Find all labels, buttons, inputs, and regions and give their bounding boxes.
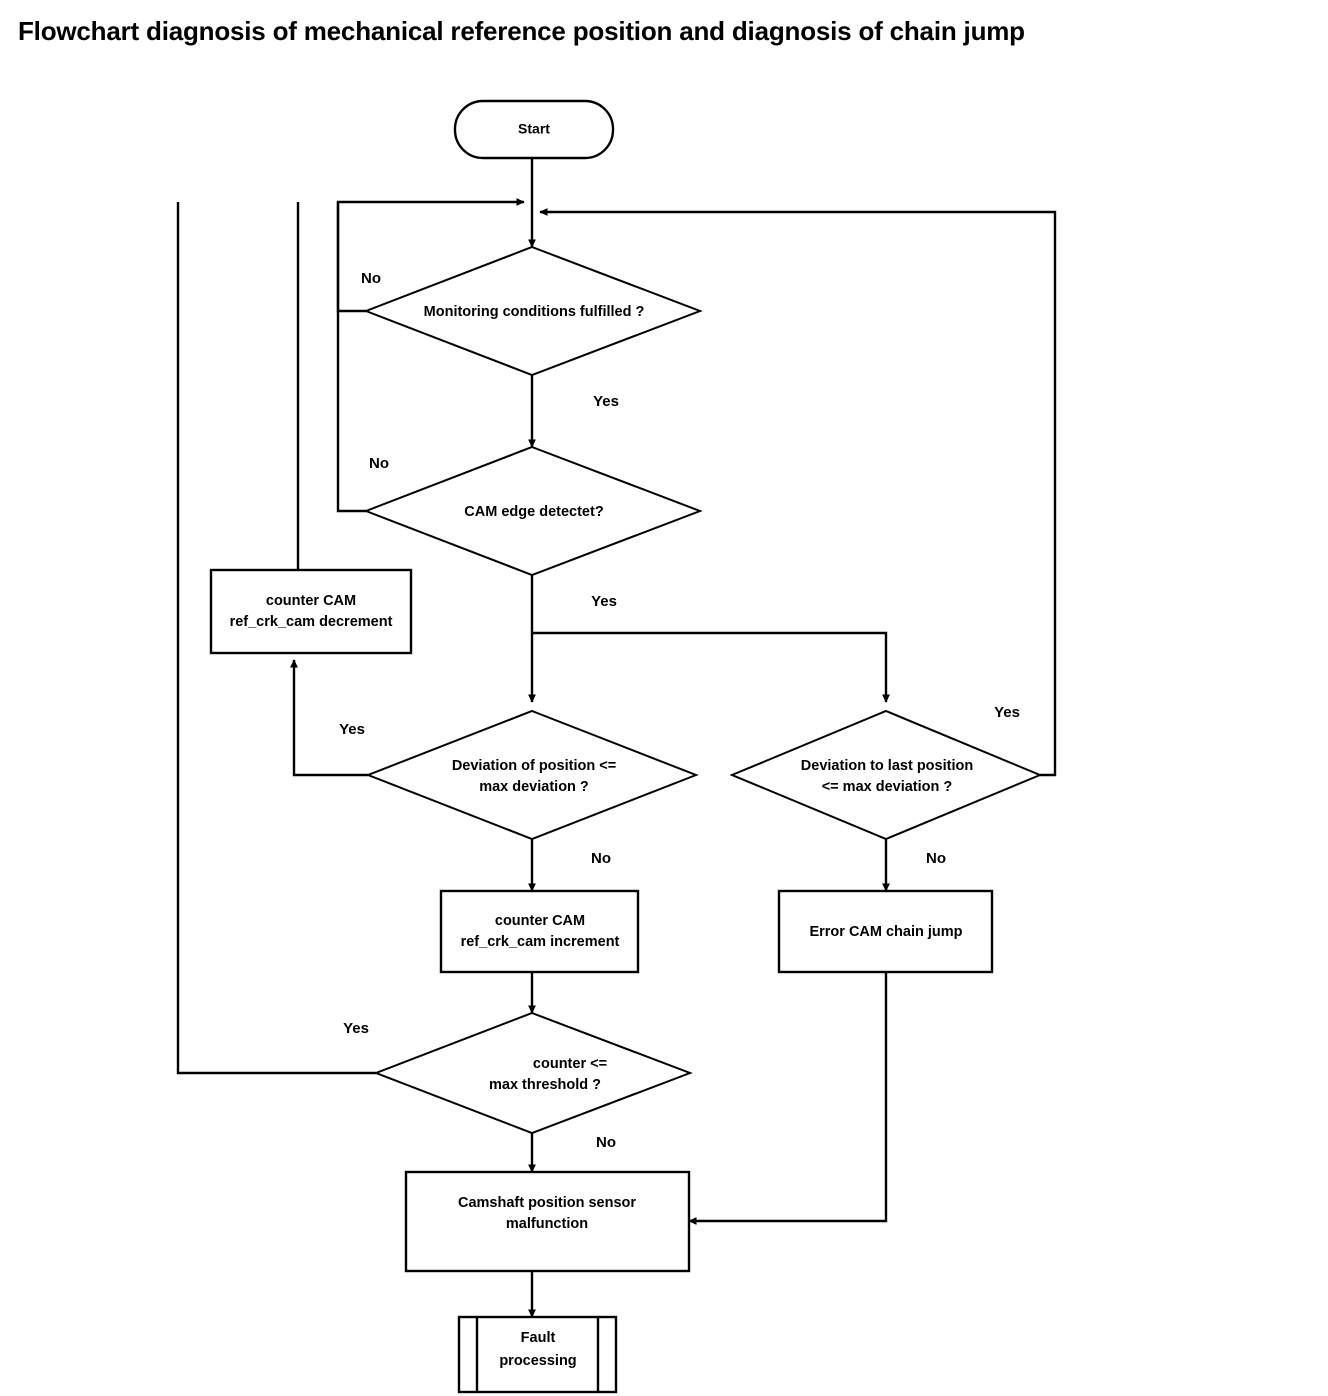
node-error-chain-jump-label: Error CAM chain jump: [809, 924, 962, 940]
node-deviation-last-position-line2: <= max deviation ?: [822, 779, 953, 795]
edge-cam-edge-no: [336, 202, 366, 513]
node-cam-edge-label: CAM edge detectet?: [464, 504, 604, 520]
node-monitoring-conditions[interactable]: Monitoring conditions fulfilled ?: [363, 245, 703, 377]
edge-label-deviation-last-yes: Yes: [994, 704, 1020, 721]
node-counter-threshold-line2: max threshold ?: [489, 1077, 601, 1093]
node-counter-decrement-line2: ref_crk_cam decrement: [230, 614, 393, 630]
edge-label-cam-edge-yes: Yes: [591, 593, 617, 610]
node-deviation-last-position[interactable]: Deviation to last position <= max deviat…: [729, 709, 1043, 841]
node-deviation-position[interactable]: Deviation of position <= max deviation ?: [365, 709, 699, 841]
node-error-chain-jump[interactable]: Error CAM chain jump: [777, 889, 994, 974]
edge-counter-threshold-yes: [176, 202, 376, 1075]
edge-error-chain-jump-to-sensor: [688, 972, 888, 1225]
edge-label-counter-threshold-yes: Yes: [343, 1020, 369, 1037]
edge-label-deviation-position-no: No: [591, 850, 611, 867]
node-deviation-position-line1: Deviation of position <=: [452, 758, 616, 774]
node-counter-threshold-line1: counter <=: [533, 1056, 607, 1072]
node-counter-increment[interactable]: counter CAM ref_crk_cam increment: [439, 889, 640, 974]
edge-label-monitoring-no: No: [361, 270, 381, 287]
edge-label-cam-edge-no: No: [369, 455, 389, 472]
edge-label-deviation-last-no: No: [926, 850, 946, 867]
node-fault-processing[interactable]: Fault processing: [457, 1315, 618, 1394]
node-fault-processing-line2: processing: [499, 1353, 576, 1369]
node-monitoring-conditions-label: Monitoring conditions fulfilled ?: [424, 304, 645, 320]
edge-label-deviation-position-yes: Yes: [339, 721, 365, 738]
node-deviation-position-line2: max deviation ?: [479, 779, 589, 795]
edge-label-monitoring-yes: Yes: [593, 393, 619, 410]
node-fault-processing-line1: Fault: [521, 1330, 556, 1346]
node-start[interactable]: Start: [453, 99, 615, 160]
node-counter-increment-line2: ref_crk_cam increment: [461, 934, 620, 950]
node-sensor-malfunction[interactable]: Camshaft position sensor malfunction: [404, 1170, 691, 1273]
edge-deviation-last-yes: [539, 208, 1057, 777]
edge-deviation-position-yes: [290, 659, 368, 777]
edge-label-layer: No Yes No Yes Yes No Yes No Yes No: [339, 270, 1020, 1151]
node-deviation-last-position-line1: Deviation to last position: [801, 758, 973, 774]
node-counter-decrement-line1: counter CAM: [266, 593, 356, 609]
connector-layer: [176, 157, 1057, 1318]
node-cam-edge[interactable]: CAM edge detectet?: [363, 445, 703, 577]
node-counter-decrement[interactable]: counter CAM ref_crk_cam decrement: [209, 568, 413, 655]
node-sensor-malfunction-line2: malfunction: [506, 1216, 588, 1232]
node-counter-threshold[interactable]: counter <= max threshold ?: [373, 1011, 693, 1135]
edge-label-counter-threshold-no: No: [596, 1134, 616, 1151]
page-title: Flowchart diagnosis of mechanical refere…: [18, 16, 1025, 46]
edge-cam-edge-yes-branch-right: [532, 631, 890, 703]
node-counter-increment-line1: counter CAM: [495, 913, 585, 929]
node-sensor-malfunction-line1: Camshaft position sensor: [458, 1195, 636, 1211]
node-start-label: Start: [518, 121, 550, 137]
